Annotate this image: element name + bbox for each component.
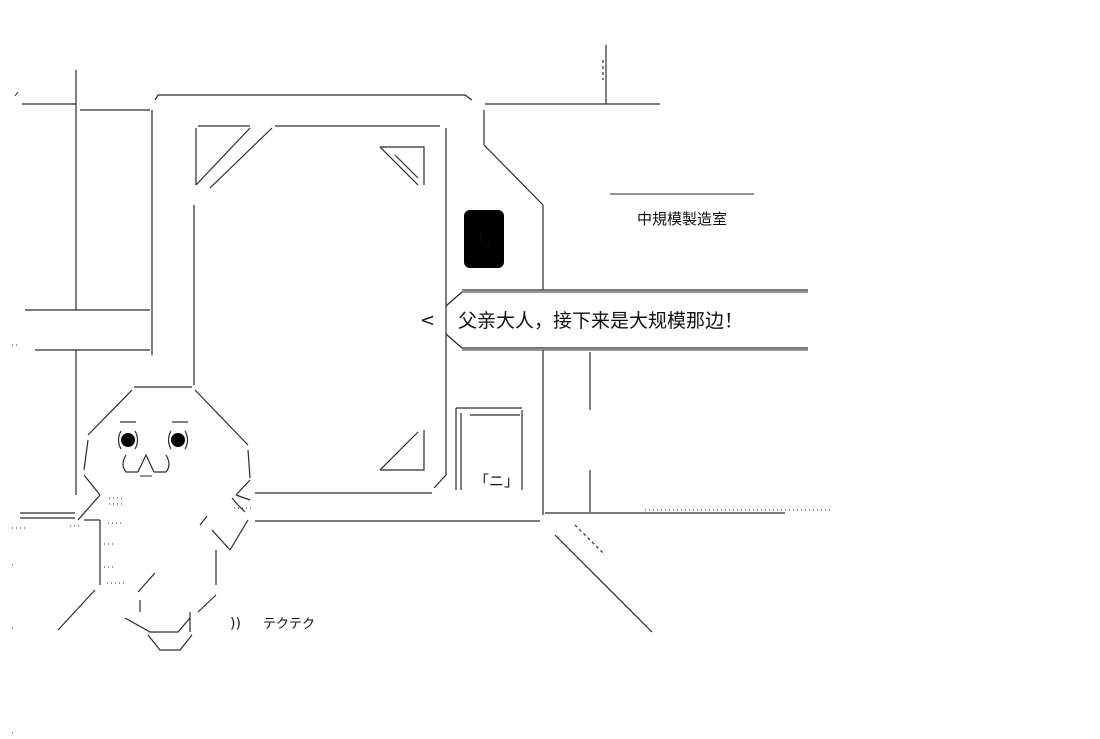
character-eyes	[117, 430, 189, 450]
speech-bubble	[445, 289, 808, 351]
speech-text: 父亲大人，接下来是大规模那边！	[458, 310, 743, 332]
room-sign-label: 中規模製造室	[637, 210, 727, 228]
lower-door-mark: 「ニ」	[474, 472, 519, 490]
lower-door	[455, 407, 523, 490]
footstep-sound: テクテク	[263, 617, 315, 632]
footstep-parens: ))	[230, 616, 241, 632]
corridor-walls	[12, 45, 830, 734]
room-sign	[610, 193, 754, 238]
upper-door-mark: 「」	[470, 231, 500, 249]
character	[57, 386, 252, 651]
upper-door	[464, 210, 504, 268]
speech-pointer: <	[420, 310, 435, 331]
character-mouth	[122, 453, 170, 477]
